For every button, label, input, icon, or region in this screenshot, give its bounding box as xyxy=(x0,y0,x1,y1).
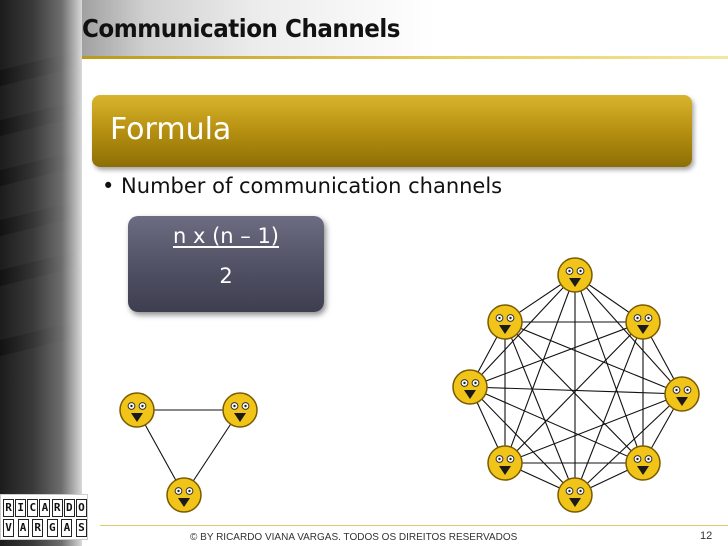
logo-letter: A xyxy=(17,519,29,537)
smiley-face-icon xyxy=(625,445,661,481)
formula-header-text: Formula xyxy=(110,112,232,147)
logo-letter: R xyxy=(32,519,44,537)
logo-letter: A xyxy=(61,519,73,537)
channel-line xyxy=(574,393,683,496)
formula-numerator: n x (n – 1) xyxy=(128,224,324,248)
formula-header-box xyxy=(92,95,692,167)
smiley-face-icon xyxy=(119,392,155,428)
logo-letter: D xyxy=(63,499,75,517)
channel-line xyxy=(574,274,644,464)
channel-line xyxy=(504,321,683,395)
smiley-face-icon xyxy=(557,257,593,293)
top-band xyxy=(0,0,728,58)
logo-letter: I xyxy=(15,499,27,517)
decorative-photo-strip xyxy=(0,0,82,546)
title-underline xyxy=(82,56,728,59)
page-number: 12 xyxy=(700,530,713,542)
smiley-face-icon xyxy=(557,477,593,513)
smiley-face-icon xyxy=(166,477,202,513)
smiley-face-icon xyxy=(487,445,523,481)
channel-line xyxy=(469,386,644,464)
channel-line xyxy=(504,393,683,464)
smiley-face-icon xyxy=(625,304,661,340)
formula-denominator: 2 xyxy=(219,264,233,288)
logo-letter: C xyxy=(27,499,39,517)
smiley-face-icon xyxy=(222,392,258,428)
channel-line xyxy=(504,321,576,496)
channel-line xyxy=(469,321,644,388)
channel-line xyxy=(469,386,683,395)
slide-title: Communication Channels xyxy=(82,14,401,43)
channel-line xyxy=(469,274,576,388)
channel-line xyxy=(574,274,683,395)
logo-letter: O xyxy=(75,499,87,517)
smiley-face-icon xyxy=(487,304,523,340)
bullet-text: • Number of communication channels xyxy=(102,174,503,198)
logo-letter: R xyxy=(51,499,63,517)
channel-line xyxy=(504,321,644,464)
channel-line xyxy=(574,321,644,496)
channel-line xyxy=(504,274,576,464)
footer-copyright: © BY RICARDO VIANA VARGAS. TODOS OS DIRE… xyxy=(190,532,518,543)
logo-letter: G xyxy=(46,519,58,537)
footer-rule xyxy=(100,525,728,526)
logo-letter: V xyxy=(3,519,14,537)
formula-box xyxy=(128,216,324,312)
logo-letter: A xyxy=(39,499,51,517)
logo-letter: R xyxy=(3,499,14,517)
formula-numerator-text: n x (n – 1) xyxy=(173,224,279,248)
channel-line xyxy=(469,386,576,496)
smiley-face-icon xyxy=(452,369,488,405)
logo-letter: S xyxy=(75,519,87,537)
smiley-face-icon xyxy=(664,376,700,412)
